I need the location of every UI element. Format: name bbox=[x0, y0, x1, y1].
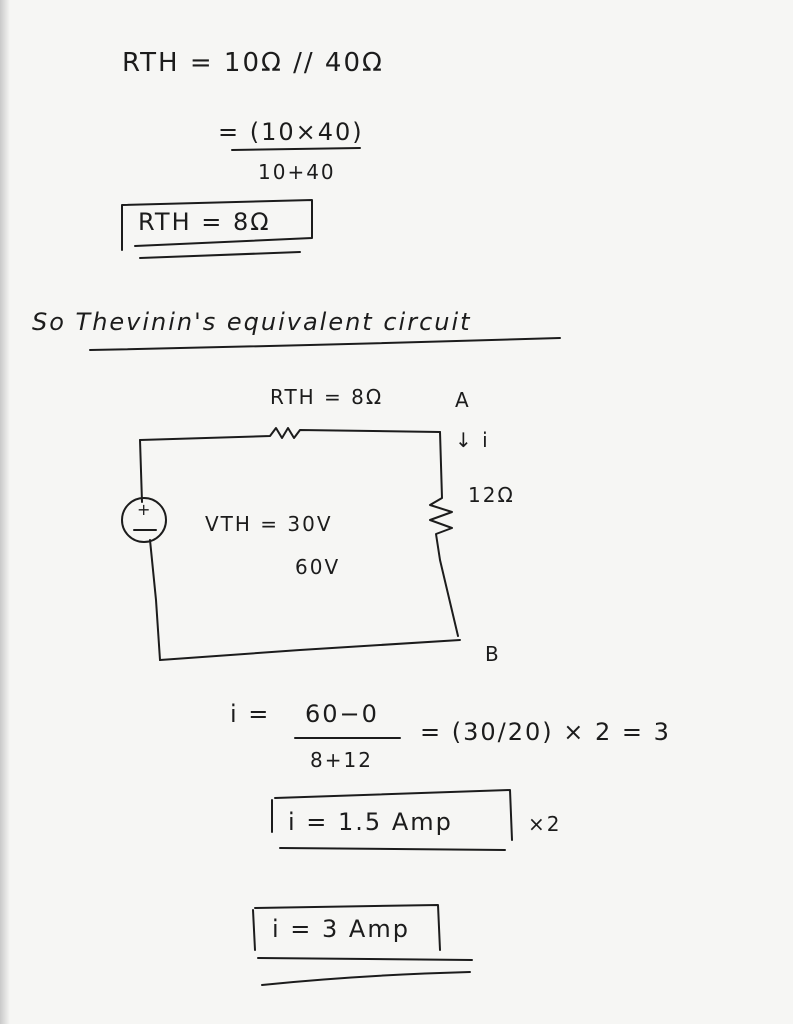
paper-edge-shadow bbox=[0, 0, 10, 1024]
node-a-label: A bbox=[455, 388, 471, 412]
rth-result: RTH = 8Ω bbox=[138, 208, 271, 236]
rth-definition: RTH = 10Ω // 40Ω bbox=[122, 48, 384, 78]
current-direction-label: ↓ i bbox=[455, 428, 490, 452]
vth-label: VTH = 30V bbox=[205, 512, 333, 536]
current-simplification: = (30/20) × 2 = 3 bbox=[420, 718, 671, 746]
load-resistor-label: 12Ω bbox=[468, 483, 515, 507]
current-denominator: 8+12 bbox=[310, 748, 373, 772]
source-plus-sign: + bbox=[137, 500, 153, 519]
intro-heading: So Thevinin's equivalent circuit bbox=[32, 308, 472, 336]
current-numerator: 60−0 bbox=[305, 700, 379, 728]
circuit-bottom-wire bbox=[159, 639, 461, 661]
rth-expression-denominator: 10+40 bbox=[258, 160, 336, 184]
times-two-note: ×2 bbox=[528, 812, 562, 836]
rth-expression-numerator: = (10×40) bbox=[218, 118, 364, 146]
i-result2-underline bbox=[261, 971, 471, 986]
circuit-right-wire bbox=[429, 431, 459, 637]
intro-underline bbox=[89, 337, 561, 351]
rth-fraction-bar bbox=[231, 147, 361, 151]
vth-value: 60V bbox=[295, 555, 341, 579]
circuit-left-wire bbox=[139, 439, 161, 661]
i-result1-box bbox=[271, 789, 513, 851]
current-lhs: i = bbox=[230, 700, 271, 728]
i-result2-box bbox=[252, 904, 473, 961]
current-final-result: i = 3 Amp bbox=[272, 915, 410, 943]
circuit-top-wire bbox=[139, 427, 441, 441]
current-result-half: i = 1.5 Amp bbox=[288, 808, 453, 836]
rth-result-box bbox=[121, 199, 313, 251]
rth-result-underline bbox=[139, 251, 301, 259]
circuit-rth-label: RTH = 8Ω bbox=[270, 385, 384, 409]
node-b-label: B bbox=[485, 642, 501, 666]
voltage-source-circle bbox=[121, 497, 167, 543]
